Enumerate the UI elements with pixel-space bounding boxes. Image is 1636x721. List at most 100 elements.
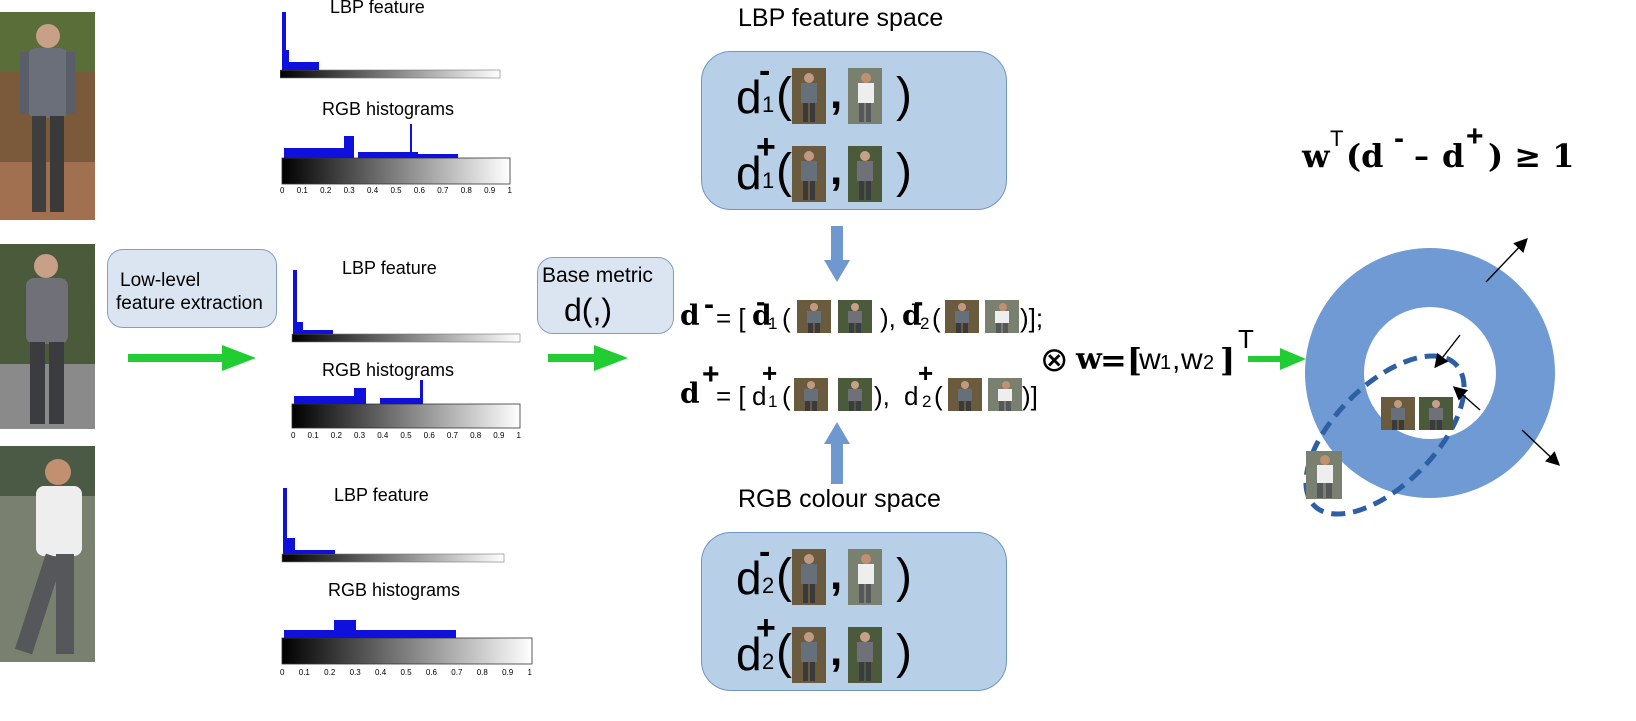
open-paren: ( [782, 303, 791, 333]
subscript-2: 2 [922, 392, 932, 411]
constraint-minus: – [1414, 139, 1429, 174]
plus-sign: + [762, 358, 778, 388]
transpose-T: T [1238, 324, 1254, 354]
constraint-d-plus: d [1442, 137, 1465, 175]
pedestrian-photo-1 [0, 12, 95, 220]
subscript-2: 2 [920, 314, 930, 333]
pedestrian-photo-2 [0, 244, 95, 429]
d-symbol: d [752, 299, 772, 332]
person-thumb-c [838, 378, 872, 411]
minus-sign: - [914, 286, 924, 317]
up-arrow [824, 422, 850, 484]
minus-sign: - [1394, 122, 1404, 155]
dplus-end: )] [1022, 381, 1038, 411]
lbp-feature-label-2: LBP feature [342, 258, 437, 278]
base-metric-box: Base metric d(,) [537, 257, 674, 334]
green-arrow-2 [548, 345, 628, 371]
dashed-ellipse [1303, 353, 1467, 517]
base-metric-label: Base metric [542, 264, 653, 287]
person-thumb-b [985, 300, 1019, 333]
d-symbol: d [736, 147, 762, 199]
d-symbol: d [902, 299, 922, 332]
plus-sign: + [1466, 120, 1484, 153]
comma: , [830, 626, 843, 675]
lbp-space-title: LBP feature space [738, 4, 944, 32]
constraint-d-minus: (d [1346, 137, 1384, 175]
close-paren: ) [896, 69, 912, 122]
open-paren: ( [932, 303, 941, 333]
person-thumb-a [792, 146, 826, 202]
close-paren: ) [896, 626, 912, 679]
plus-sign: + [918, 358, 934, 388]
subscript-1: 1 [762, 168, 775, 193]
lbp-histogram-3 [281, 488, 505, 563]
open-paren: ( [934, 381, 943, 411]
lbp-space-box: d - 1 ( , ) d + 1 ( , ) [701, 51, 1007, 210]
plus-sign: + [756, 609, 776, 647]
d-symbol: d [904, 381, 919, 411]
minus-sign: - [759, 533, 771, 571]
person-thumb-c [1419, 397, 1453, 430]
plus-sign: + [702, 358, 720, 391]
lbp-feature-label-3: LBP feature [334, 485, 429, 505]
close-paren: ) [896, 550, 912, 603]
dminus-equals: = [ [716, 303, 746, 333]
person-thumb-a [797, 300, 831, 333]
person-thumb-b [1306, 451, 1342, 499]
rgb-histograms-label-1: RGB histograms [322, 99, 455, 119]
low-level-label-line2: feature extraction [116, 293, 263, 314]
lbp-histogram-2 [291, 270, 521, 343]
pedestrian-photo-3 [0, 446, 95, 662]
subscript-1: 1 [1160, 352, 1172, 374]
person-thumb-a [1381, 397, 1415, 430]
w2-symbol: w [1181, 343, 1203, 376]
minus-sign: - [704, 288, 714, 321]
subscript-1: 1 [762, 92, 775, 117]
lbp-histogram-1 [280, 12, 501, 79]
subscript-2: 2 [1203, 352, 1215, 374]
low-level-feature-extraction-box: Low-level feature extraction [107, 249, 277, 328]
rgb-histograms-label-3: RGB histograms [328, 580, 461, 600]
dplus-equals: = [ [716, 381, 746, 411]
dplus-separator: ), [874, 381, 890, 411]
person-thumb-c [848, 146, 882, 202]
w-comma: , [1172, 343, 1181, 376]
constraint-end: ) ≥ 1 [1488, 137, 1575, 175]
rgb-histogram-2 [291, 380, 521, 429]
comma: , [830, 145, 843, 194]
person-thumb-a [792, 549, 826, 605]
person-thumb-a [948, 378, 982, 411]
base-metric-formula: d(,) [564, 292, 612, 328]
open-paren: ( [776, 626, 792, 679]
lbp-feature-label-1: LBP feature [330, 0, 425, 17]
down-arrow [824, 226, 850, 282]
person-thumb-b [848, 549, 882, 605]
d-symbol: d [752, 381, 767, 411]
rgb-histogram-3 [281, 620, 533, 665]
dminus-separator: ), [880, 303, 896, 333]
minus-sign: - [756, 286, 766, 317]
person-thumb-a [792, 68, 826, 124]
person-thumb-c [838, 300, 872, 333]
subscript-1: 1 [768, 392, 778, 411]
d-symbol: d [736, 71, 762, 123]
open-paren: ( [782, 381, 791, 411]
close-paren: ) [896, 145, 912, 198]
rgb-histogram-1 [281, 124, 511, 185]
constraint-T: T [1330, 126, 1344, 151]
comma: , [830, 550, 843, 599]
open-paren: ( [776, 69, 792, 122]
person-thumb-a [794, 378, 828, 411]
rgb-space-box: d - 2 ( , ) d + 2 ( , ) [701, 532, 1007, 691]
open-paren: ( [776, 550, 792, 603]
person-thumb-c [848, 627, 882, 683]
dminus-lhs: d [680, 299, 700, 332]
minus-sign: - [759, 52, 771, 90]
w1-symbol: w [1139, 343, 1161, 376]
green-arrow-3 [1248, 348, 1306, 370]
rgb-space-title: RGB colour space [738, 485, 941, 513]
person-thumb-b [848, 68, 882, 124]
